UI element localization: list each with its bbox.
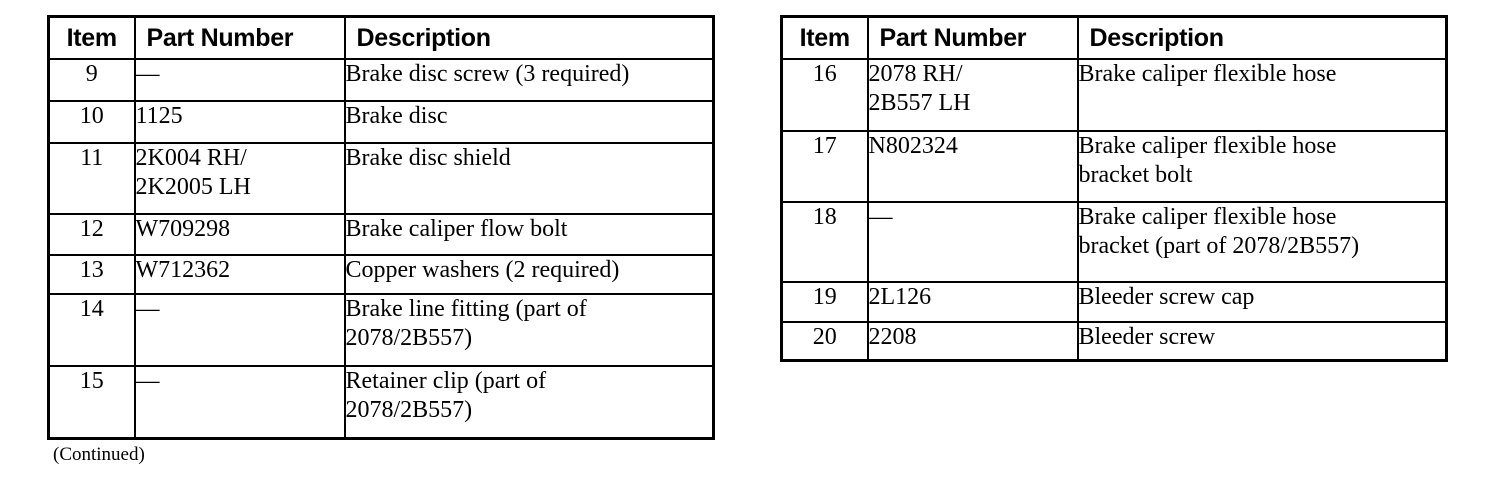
- table-row: 9—Brake disc screw (3 required): [47, 58, 715, 102]
- cell-item: 11: [47, 142, 136, 215]
- column-header-description: Description: [1076, 15, 1448, 60]
- cell-part-number: —: [133, 58, 346, 102]
- cell-item: 13: [47, 254, 136, 295]
- header-row: Item Part Number Description: [780, 15, 1448, 60]
- cell-part-number: W712362: [133, 254, 346, 295]
- cell-description: Brake caliper flexible hose: [1076, 58, 1448, 132]
- cell-description: Copper washers (2 required): [343, 254, 715, 295]
- table-header-left: Item Part Number Description: [47, 15, 715, 60]
- cell-description: Brake caliper flexible hose bracket (par…: [1076, 201, 1448, 283]
- cell-item: 16: [780, 58, 869, 132]
- cell-description: Brake disc: [343, 100, 715, 144]
- cell-part-number: —: [133, 365, 346, 439]
- cell-description: Bleeder screw cap: [1076, 281, 1448, 323]
- cell-item: 20: [780, 321, 869, 361]
- cell-part-number: 2K004 RH/ 2K2005 LH: [133, 142, 346, 215]
- header-row: Item Part Number Description: [47, 15, 715, 60]
- table-row: 18—Brake caliper flexible hose bracket (…: [780, 201, 1448, 283]
- cell-item: 19: [780, 281, 869, 323]
- table-header-right: Item Part Number Description: [780, 15, 1448, 60]
- cell-description: Brake disc shield: [343, 142, 715, 215]
- cell-part-number: 2L126: [866, 281, 1079, 323]
- cell-part-number: 2208: [866, 321, 1079, 361]
- cell-item: 14: [47, 293, 136, 367]
- table-row: 15—Retainer clip (part of 2078/2B557): [47, 365, 715, 439]
- cell-part-number: 1125: [133, 100, 346, 144]
- cell-description: Brake line fitting (part of 2078/2B557): [343, 293, 715, 367]
- cell-part-number: W709298: [133, 213, 346, 256]
- column-header-description: Description: [343, 15, 715, 60]
- cell-description: Brake caliper flow bolt: [343, 213, 715, 256]
- parts-table-left: Item Part Number Description 9—Brake dis…: [47, 15, 715, 440]
- cell-item: 9: [47, 58, 136, 102]
- table-row: 14—Brake line fitting (part of 2078/2B55…: [47, 293, 715, 367]
- cell-part-number: —: [866, 201, 1079, 283]
- cell-item: 10: [47, 100, 136, 144]
- cell-description: Brake disc screw (3 required): [343, 58, 715, 102]
- cell-item: 18: [780, 201, 869, 283]
- column-header-item: Item: [47, 15, 136, 60]
- column-header-part-number: Part Number: [866, 15, 1079, 60]
- cell-description: Retainer clip (part of 2078/2B557): [343, 365, 715, 439]
- cell-item: 12: [47, 213, 136, 256]
- column-header-item: Item: [780, 15, 869, 60]
- column-header-part-number: Part Number: [133, 15, 346, 60]
- cell-item: 17: [780, 130, 869, 203]
- cell-part-number: —: [133, 293, 346, 367]
- cell-description: Brake caliper flexible hose bracket bolt: [1076, 130, 1448, 203]
- continued-note: (Continued): [53, 444, 145, 465]
- cell-description: Bleeder screw: [1076, 321, 1448, 361]
- cell-part-number: 2078 RH/ 2B557 LH: [866, 58, 1079, 132]
- cell-part-number: N802324: [866, 130, 1079, 203]
- cell-item: 15: [47, 365, 136, 439]
